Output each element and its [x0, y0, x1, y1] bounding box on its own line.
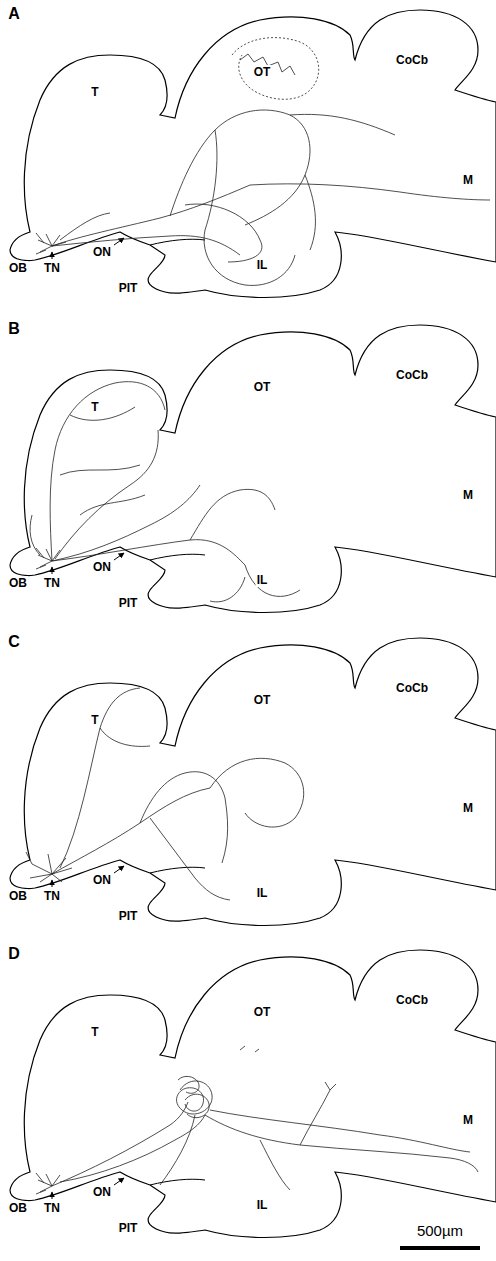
axon [52, 540, 300, 597]
region-label: PIT [118, 281, 139, 295]
neuron-tracing [26, 688, 304, 900]
axon [305, 175, 315, 250]
axon [52, 788, 210, 874]
nucleus-label: TN [43, 1201, 61, 1215]
axon [204, 130, 295, 285]
panel-c [10, 638, 496, 926]
nucleus-label: TN [43, 889, 61, 903]
region-label: IL [256, 1198, 269, 1212]
region-label: OB [8, 1201, 28, 1215]
region-label: ON [92, 873, 112, 887]
axon [250, 184, 490, 200]
region-label: PIT [118, 909, 139, 923]
brain-outline [10, 325, 496, 613]
axon [140, 772, 225, 823]
axon [100, 728, 150, 746]
region-label: PIT [118, 1221, 139, 1235]
axon [185, 204, 262, 262]
dendrites [36, 1173, 60, 1194]
region-label: M [462, 488, 474, 502]
dendrites [36, 548, 60, 569]
brain-outline [10, 950, 496, 1238]
axon [60, 688, 140, 868]
region-label: T [90, 85, 99, 99]
neuron-tracing [36, 38, 490, 286]
terminal-arbor [177, 1076, 213, 1117]
region-label: T [90, 400, 99, 414]
region-label: PIT [118, 596, 139, 610]
region-label: IL [256, 886, 269, 900]
panel-letter: B [7, 320, 21, 338]
axon [290, 114, 395, 135]
axon [170, 110, 310, 225]
axon [50, 382, 165, 561]
panel-d [10, 950, 496, 1238]
axon [205, 1115, 478, 1172]
axon [260, 1140, 290, 1190]
neuron-tracing [30, 382, 300, 602]
scale-label: 500µm [416, 1222, 464, 1239]
axon [232, 38, 319, 100]
region-label: OT [253, 693, 272, 707]
panel-letter: D [7, 945, 21, 963]
axon [60, 407, 145, 515]
region-label: CoCb [395, 993, 429, 1007]
panel-letter: C [7, 633, 21, 651]
region-label: IL [256, 258, 269, 272]
region-label: OB [8, 576, 28, 590]
axon [210, 1110, 470, 1152]
region-label: ON [92, 245, 112, 259]
region-label: ON [92, 1185, 112, 1199]
axon [60, 213, 110, 240]
panel-a [10, 10, 496, 298]
region-label: M [462, 801, 474, 815]
axon [52, 236, 240, 255]
axon [300, 1082, 336, 1145]
dendrites [36, 233, 66, 254]
region-label: CoCb [395, 53, 429, 67]
region-label: CoCb [395, 681, 429, 695]
nucleus-label: TN [43, 576, 61, 590]
axon [160, 1115, 195, 1185]
region-label: ON [92, 560, 112, 574]
region-label: M [462, 1113, 474, 1127]
panel-b [10, 325, 496, 613]
region-label: OT [253, 65, 272, 79]
region-label: M [462, 173, 474, 187]
region-label: OT [253, 380, 272, 394]
axon [150, 818, 230, 900]
region-label: T [90, 1025, 99, 1039]
panel-letter: A [7, 5, 21, 23]
axon [55, 430, 158, 559]
scale-bar [400, 1246, 480, 1250]
axon [210, 577, 245, 602]
axon [222, 798, 228, 863]
axon-terminal [240, 1046, 259, 1052]
neuron-tracing [36, 1046, 478, 1194]
nucleus-label: TN [43, 261, 61, 275]
region-label: OT [253, 1005, 272, 1019]
region-label: OB [8, 889, 28, 903]
axon [210, 758, 304, 827]
region-label: OB [8, 261, 28, 275]
axon [190, 489, 275, 540]
region-label: IL [256, 573, 269, 587]
brain-outline [10, 638, 496, 926]
brain-outline [10, 10, 496, 298]
axon [30, 515, 40, 555]
region-label: CoCb [395, 368, 429, 382]
region-label: T [90, 713, 99, 727]
